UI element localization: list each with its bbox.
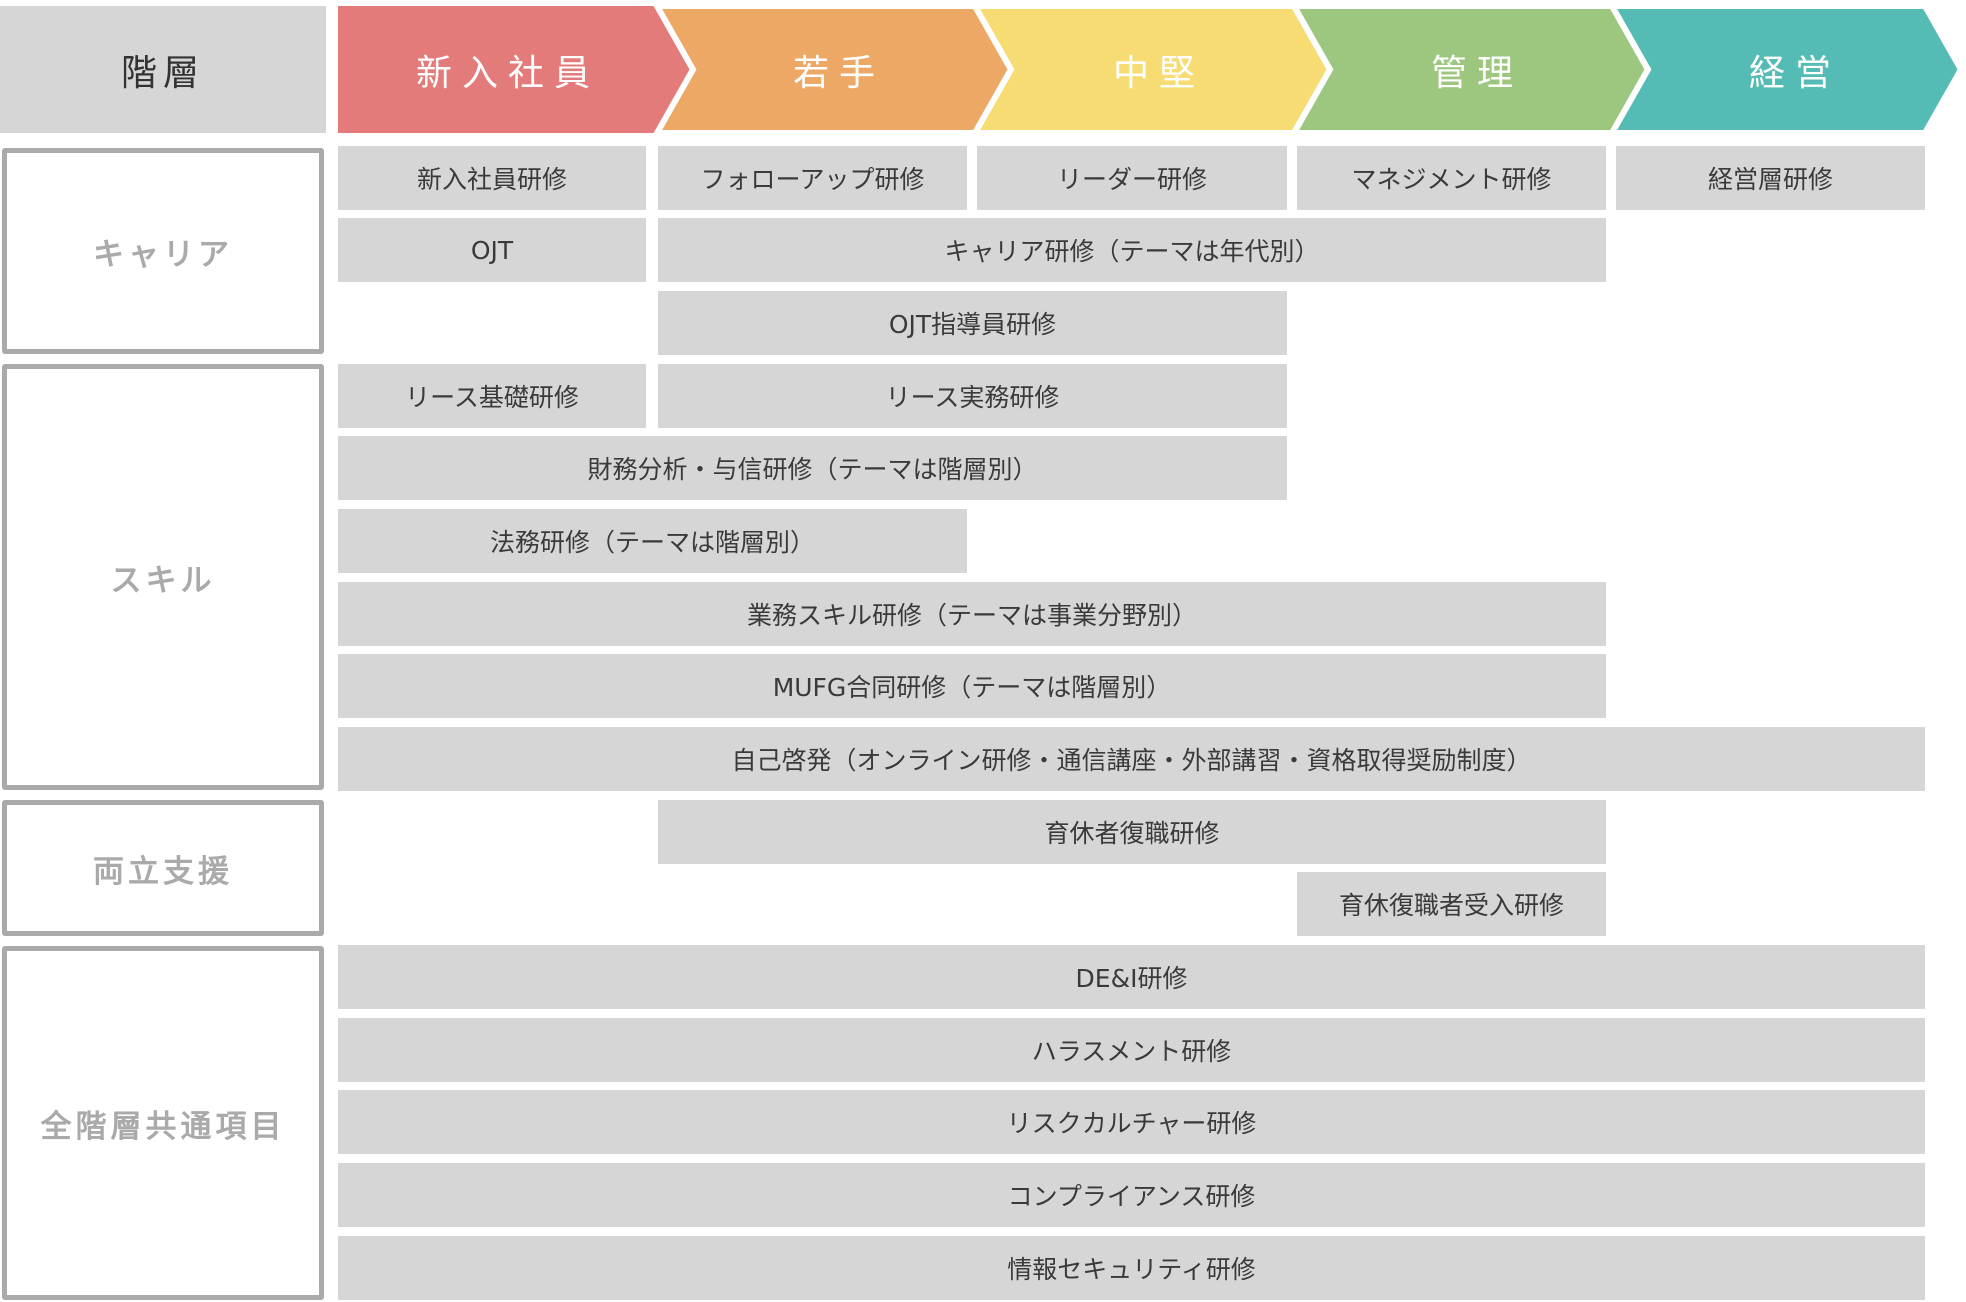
category-common: 全階層共通項目 [2,946,324,1300]
program-self-development: 自己啓発（オンライン研修・通信講座・外部講習・資格取得奨励制度） [338,727,1925,791]
level-junior: 若手 [792,52,885,94]
level-new-hire: 新入社員 [415,52,600,94]
program-financial-analysis: 財務分析・与信研修（テーマは階層別） [338,436,1287,500]
program-lease-basics: リース基礎研修 [338,364,646,428]
program-management-training: マネジメント研修 [1297,146,1606,210]
category-skill: スキル [2,364,324,790]
program-risk-culture: リスクカルチャー研修 [338,1090,1925,1154]
program-legal-training: 法務研修（テーマは階層別） [338,509,967,573]
program-ojt-instructor-training: OJT指導員研修 [658,291,1287,355]
arrow-shape-mid [971,6,1334,133]
arrow-shape-new-hire [338,6,693,133]
program-lease-practice: リース実務研修 [658,364,1287,428]
program-leader-training: リーダー研修 [977,146,1287,210]
category-support: 両立支援 [2,800,324,936]
program-return-from-leave: 育休者復職研修 [658,800,1606,864]
program-ojt: OJT [338,218,646,282]
program-career-training: キャリア研修（テーマは年代別） [658,218,1606,282]
level-manager: 管理 [1430,52,1523,94]
program-new-hire-training: 新入社員研修 [338,146,646,210]
program-executive-training: 経営層研修 [1616,146,1925,210]
arrow-shape-junior [653,6,1015,133]
level-arrows [338,6,1965,133]
program-mufg-joint-training: MUFG合同研修（テーマは階層別） [338,654,1606,718]
program-returnee-acceptance: 育休復職者受入研修 [1297,872,1606,936]
program-follow-up-training: フォローアップ研修 [658,146,967,210]
level-mid: 中堅 [1112,52,1205,94]
program-business-skills: 業務スキル研修（テーマは事業分野別） [338,582,1606,646]
program-compliance: コンプライアンス研修 [338,1163,1925,1227]
arrow-shape-manager [1290,6,1652,133]
program-info-security: 情報セキュリティ研修 [338,1236,1925,1300]
level-executive: 経営 [1748,52,1841,94]
category-career: キャリア [2,148,324,354]
header-tier-label: 階層 [0,6,326,133]
arrow-shape-executive [1608,6,1965,133]
program-harassment: ハラスメント研修 [338,1018,1925,1082]
program-dei: DE&I研修 [338,945,1925,1009]
